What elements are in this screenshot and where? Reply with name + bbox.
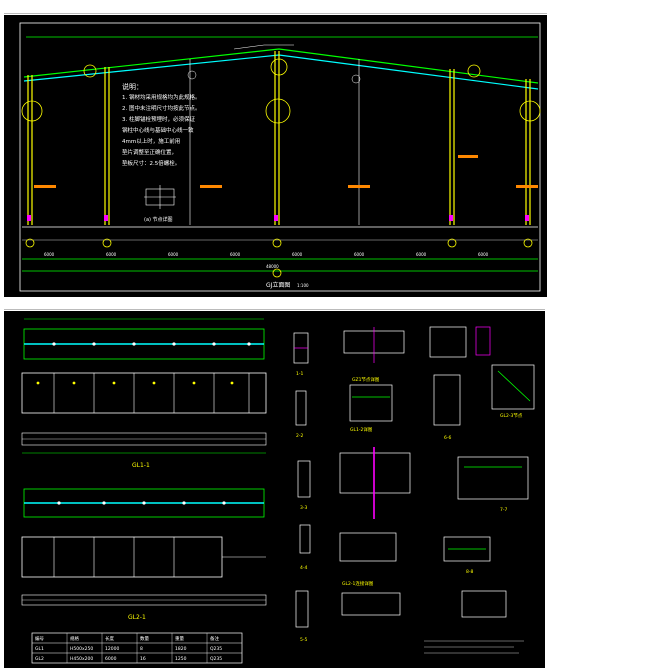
section-label: 8-8	[466, 569, 473, 575]
section-label: 3-3	[300, 505, 307, 511]
detail-sketch	[144, 185, 176, 209]
connection-marks	[187, 44, 361, 84]
dimension-label: 6000	[44, 252, 55, 257]
secondary-columns	[189, 59, 360, 225]
mid-rule	[4, 309, 545, 310]
section-details	[293, 326, 535, 628]
section-labels: 1-1 2-2 3-3 4-4 5-5 6-6 7-7 8-8	[296, 371, 507, 643]
section-label: 2-2	[296, 433, 303, 439]
table-header-cell: 数量	[140, 635, 149, 642]
table-header-cell: 备注	[210, 635, 219, 642]
beam2-plan	[21, 536, 266, 578]
note-line: 4mm以上时，施工前用	[122, 137, 180, 145]
note-line: 2. 图中未注明尺寸均按此节点。	[122, 104, 201, 112]
detail-accents	[352, 370, 531, 550]
note-line: 3. 柱脚锚栓预埋时，必须保证	[122, 115, 195, 123]
note-line: 1. 钢材均采用规格均为此规格。	[122, 93, 201, 101]
dimension-label: 6000	[416, 252, 427, 257]
notes-list: 1. 钢材均采用规格均为此规格。 2. 图中未注明尺寸均按此节点。 3. 柱脚锚栓预…	[122, 93, 201, 167]
beam2-elevation	[23, 488, 265, 518]
dimension-label: 6000	[230, 252, 241, 257]
note-line: 垫片调整至正确位置，	[122, 148, 177, 156]
table-header-cell: 长度	[105, 635, 114, 642]
dimension-label: 6000	[478, 252, 489, 257]
grid-bubbles	[21, 58, 541, 278]
section-label: 5-5	[300, 637, 307, 643]
table-header-cell: 编号	[35, 635, 44, 642]
dimension-label: 6000	[292, 252, 303, 257]
frame-elevation-drawing: 说明： 1. 钢材均采用规格均为此规格。 2. 图中未注明尺寸均按此节点。 3. 柱…	[4, 15, 547, 297]
beam1-title: GL1-1	[132, 462, 150, 469]
bottom-notes	[424, 640, 524, 654]
beam1-plan	[21, 372, 267, 414]
detail-title: GL2-1连接详图	[342, 580, 374, 587]
drawing-title: GJ立面图	[266, 281, 290, 289]
detail-title: GL2-3节点	[500, 413, 523, 419]
beam2-title: GL2-1	[128, 614, 146, 621]
table-cell: 16	[140, 656, 146, 662]
dimension-labels: 6000 6000 6000 6000 6000 6000 6000 6000 48000	[44, 252, 489, 269]
table-cell: 1250	[175, 656, 187, 662]
beam-detail-drawing: GL1-1 GL2-1	[4, 311, 545, 668]
beam2-section-strip	[21, 594, 267, 606]
table-cell: 8	[140, 646, 143, 652]
top-rule	[4, 13, 547, 14]
sheet-border	[19, 22, 541, 292]
section-label: 1-1	[296, 371, 303, 377]
beam1-section-strip	[21, 432, 267, 454]
dimension-label: 6000	[168, 252, 179, 257]
table-header-cell: 规格	[70, 635, 79, 642]
beam1-elevation	[23, 318, 265, 360]
table-cell: H450x200	[70, 656, 93, 662]
detail-caption: (a) 节点详图	[144, 216, 173, 223]
table-cell: Q235	[210, 656, 222, 662]
total-dimension-label: 48000	[266, 264, 279, 269]
table-cell: 12000	[105, 646, 119, 652]
detail-title: GZ1节点详图	[352, 376, 380, 383]
drawing-scale: 1:100	[297, 283, 309, 288]
table-cell: GL2	[35, 656, 44, 662]
frame-elevation-svg: 说明： 1. 钢材均采用规格均为此规格。 2. 图中未注明尺寸均按此节点。 3. 柱…	[19, 22, 541, 292]
detail-title: GL1-2详图	[350, 426, 373, 433]
dimension-label: 6000	[106, 252, 117, 257]
section-label: 4-4	[300, 565, 307, 571]
table-cell: H500x250	[70, 646, 93, 652]
dimension-label: 6000	[354, 252, 365, 257]
table-cell: GL1	[35, 646, 44, 652]
detail-titles: GZ1节点详图 GL1-2详图 GL2-1连接详图 GL2-3节点	[342, 376, 523, 587]
rafter-line	[23, 48, 539, 84]
section-label: 6-6	[444, 435, 451, 441]
note-line: 垫板尺寸：2.5倍螺栓。	[122, 159, 180, 167]
section-label: 7-7	[500, 507, 507, 513]
table-header-cell: 重量	[175, 635, 184, 642]
table-cell: 6000	[105, 656, 117, 662]
notes-heading: 说明：	[122, 82, 143, 91]
column-tags	[34, 155, 538, 188]
beam-detail-svg: GL1-1 GL2-1	[21, 318, 535, 664]
rafter-cyan-line	[23, 54, 539, 90]
note-line: 钢柱中心线与基础中心线一致	[122, 126, 194, 134]
table-cell: 1820	[175, 646, 187, 652]
base-nodes	[27, 215, 529, 221]
table-cell: Q235	[210, 646, 222, 652]
columns	[27, 51, 531, 225]
